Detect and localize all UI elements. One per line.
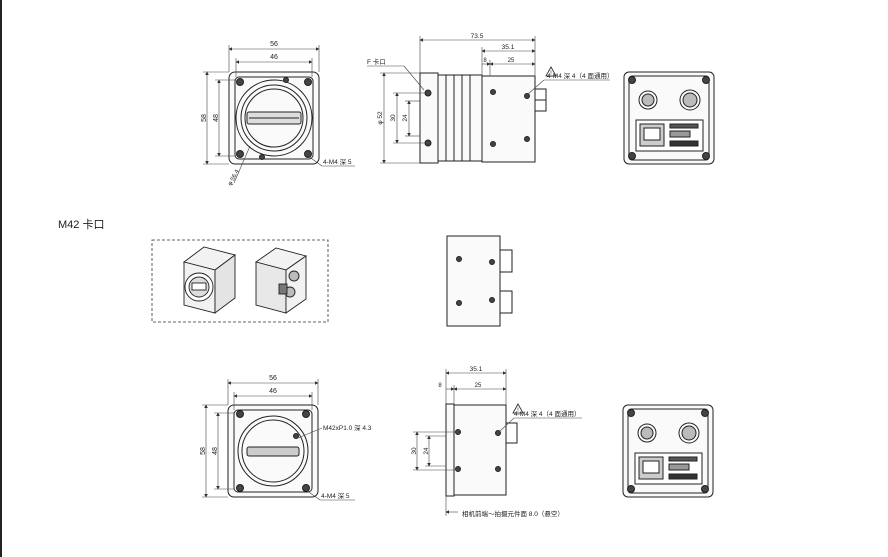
dim-length-25-bottom: 25 (475, 383, 482, 389)
dim-width-56: 56 (270, 41, 278, 48)
label-m4-depth-4-top: 4-M4 深 4（4 面通用） (547, 71, 613, 80)
dim-height-24: 24 (402, 114, 409, 122)
dim-height-30-bottom: 30 (411, 447, 418, 455)
dim-length-8-bottom: 8 (438, 383, 442, 389)
label-m4-depth-5: 4-M4 深 5 (323, 157, 352, 166)
rear-view-bottom (622, 404, 714, 498)
dim-length-8: 8 (483, 58, 487, 64)
dim-length-35-1: 35.1 (502, 44, 515, 51)
dim-length-25: 25 (508, 58, 515, 64)
label-m4-depth-5-bottom: 4-M4 深 5 (321, 491, 350, 500)
dim-width-46-bottom: 46 (269, 388, 277, 395)
label-f-mount: F 卡口 (367, 57, 386, 66)
label-m4-depth-4-bottom: 4-M4 深 4（4 面通用） (514, 409, 580, 418)
m42-side-view-middle (446, 235, 513, 327)
f-mount-front-view (228, 71, 320, 165)
dim-height-58-bottom: 58 (200, 447, 207, 455)
dim-width-56-bottom: 56 (269, 375, 277, 382)
svg-text:!: ! (550, 71, 552, 77)
dim-length-35-1-bottom: 35.1 (470, 366, 483, 373)
svg-text:!: ! (517, 408, 519, 414)
warning-icon: ! (545, 66, 557, 77)
dim-width-46: 46 (270, 54, 278, 61)
rear-view-top (623, 71, 715, 165)
dim-height-30: 30 (390, 114, 397, 122)
m42-side-view (445, 403, 518, 497)
f-mount-side-view (419, 72, 547, 164)
iso-views-box (151, 239, 329, 323)
label-flange-note: 相机前端～拍摄元件面 8.0（悬空） (462, 509, 564, 518)
dim-height-48: 48 (213, 114, 220, 122)
dim-diameter-56-4: φ 56.4 (227, 168, 241, 187)
dim-length-73-5: 73.5 (471, 33, 484, 40)
dim-height-24-bottom: 24 (423, 447, 430, 455)
dim-height-48-bottom: 48 (212, 447, 219, 455)
label-m42-thread: M42xP1.0 深 4.3 (323, 423, 372, 432)
section-title: M42 卡口 (58, 219, 105, 231)
dim-height-58: 58 (201, 114, 208, 122)
m42-front-view (227, 404, 319, 498)
dim-phi-52: φ 52 (377, 111, 384, 125)
warning-icon-bottom: ! (512, 403, 524, 414)
